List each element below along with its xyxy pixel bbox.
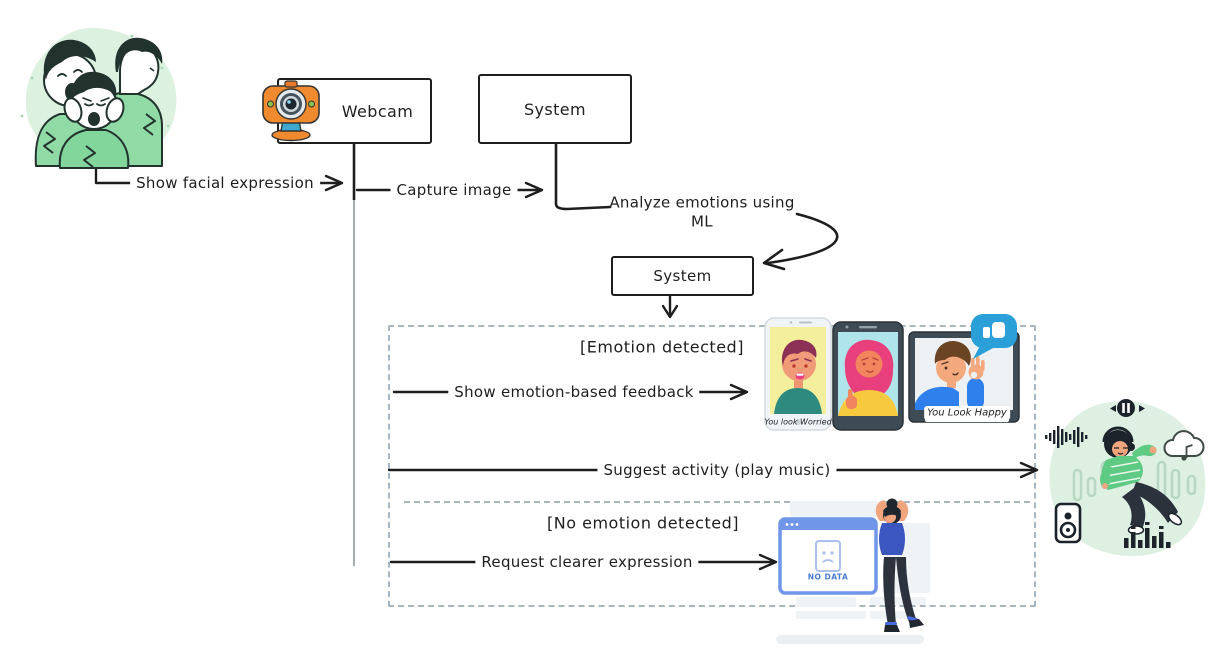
music-listening-illustration <box>1045 399 1206 557</box>
webcam-actor-label: Webcam <box>341 101 414 121</box>
show-facial-expression-label: Show facial expression <box>130 174 320 192</box>
thumbs-up-phone <box>832 321 904 431</box>
no-emotion-detected-guard: [No emotion detected] <box>547 513 739 533</box>
people-emotions-illustration <box>20 27 177 169</box>
suggest-activity-label: Suggest activity (play music) <box>597 461 837 479</box>
webcam-icon <box>262 80 320 142</box>
feedback-screens-illustration <box>764 314 1020 431</box>
capture-image-label: Capture image <box>390 181 518 199</box>
soundwave-icon <box>1045 426 1088 448</box>
happy-caption: You Look Happy <box>924 407 1010 419</box>
speaker-icon <box>1054 502 1082 544</box>
happy-monitor <box>908 331 1020 423</box>
alt-frame-divider <box>404 501 1030 503</box>
pause-icon <box>1110 399 1145 417</box>
request-clearer-label: Request clearer expression <box>475 553 699 571</box>
arrow-system-to-frame <box>661 294 679 319</box>
worried-caption: You look Worried <box>764 417 832 427</box>
actor-box-system-main: System <box>478 74 632 144</box>
analyze-emotions-label: Analyze emotions using ML <box>609 193 795 230</box>
frustrated-woman <box>875 498 924 632</box>
show-feedback-label: Show emotion-based feedback <box>448 383 700 401</box>
worried-phone <box>764 317 832 431</box>
system-analysis-actor-label: System <box>653 267 712 285</box>
listener-person <box>1100 426 1183 535</box>
crying-man <box>58 71 130 169</box>
system-main-actor-label: System <box>523 99 587 119</box>
no-data-illustration <box>776 498 930 644</box>
no-data-caption: NO DATA <box>807 572 849 582</box>
speech-bubble-thumbs-up-icon <box>971 314 1017 359</box>
cloud-music-icon <box>1163 430 1205 461</box>
equalizer-icon <box>1124 522 1171 548</box>
browser-window <box>778 517 878 595</box>
sad-document-icon <box>815 540 841 572</box>
emotion-detected-guard: [Emotion detected] <box>580 337 744 357</box>
actor-box-system-analysis: System <box>611 256 754 296</box>
